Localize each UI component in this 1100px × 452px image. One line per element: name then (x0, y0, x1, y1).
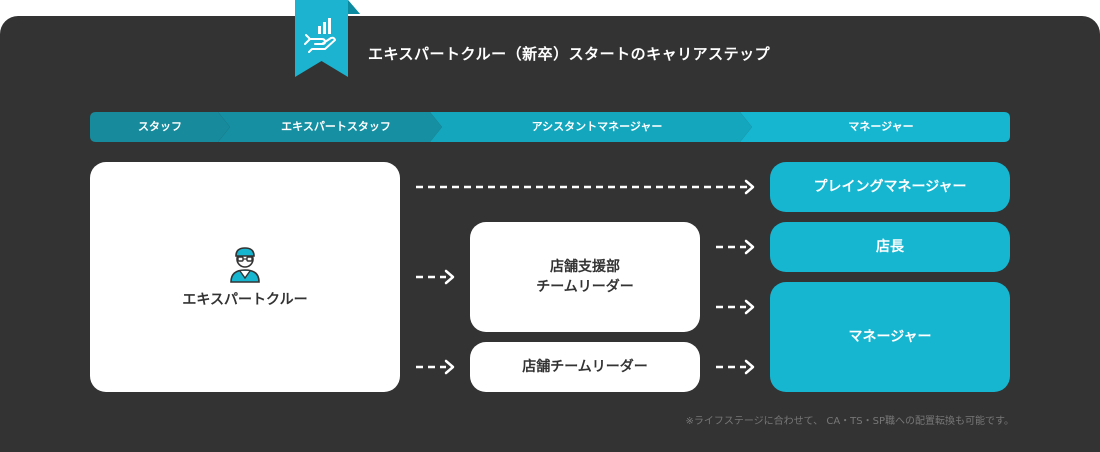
hand-growth-chart-icon (304, 18, 336, 53)
store-team-leader-label: 店舗チームリーダー (522, 359, 648, 375)
node-playing-manager: プレイングマネージャー (770, 162, 1010, 212)
career-stage-bar: スタッフ エキスパートスタッフ アシスタントマネージャー マネージャー (90, 112, 1010, 142)
stage-label-expert-staff: エキスパートスタッフ (281, 120, 391, 133)
node-store-manager: 店長 (770, 222, 1010, 272)
manager-label: マネージャー (848, 329, 932, 345)
node-manager: マネージャー (770, 282, 1010, 392)
stage-label-manager: マネージャー (848, 120, 914, 133)
stage-segment-staff (90, 112, 230, 142)
node-support-team-leader: 店舗支援部 チームリーダー (470, 222, 700, 332)
stage-label-assistant-manager: アシスタントマネージャー (531, 120, 663, 133)
playing-manager-label: プレイングマネージャー (813, 179, 967, 195)
stage-label-staff: スタッフ (138, 120, 182, 133)
crew-member-icon (230, 247, 260, 283)
start-node-expert-crew: エキスパートクルー (90, 162, 400, 392)
stage-segment-manager (740, 112, 1010, 142)
stage-segment-assistant-manager (430, 112, 752, 142)
stage-segment-expert-staff (218, 112, 442, 142)
ribbon-badge (295, 0, 360, 77)
store-manager-label: 店長 (876, 239, 904, 255)
footnote: ※ライフステージに合わせて、 CA・TS・SP職への配置転換も可能です。 (685, 416, 1014, 427)
start-node-label: エキスパートクルー (182, 292, 308, 308)
node-store-team-leader: 店舗チームリーダー (470, 342, 700, 392)
support-leader-line-2: チームリーダー (536, 279, 634, 295)
support-leader-line-1: 店舗支援部 (550, 259, 620, 275)
page-title: エキスパートクルー（新卒）スタートのキャリアステップ (368, 45, 771, 63)
